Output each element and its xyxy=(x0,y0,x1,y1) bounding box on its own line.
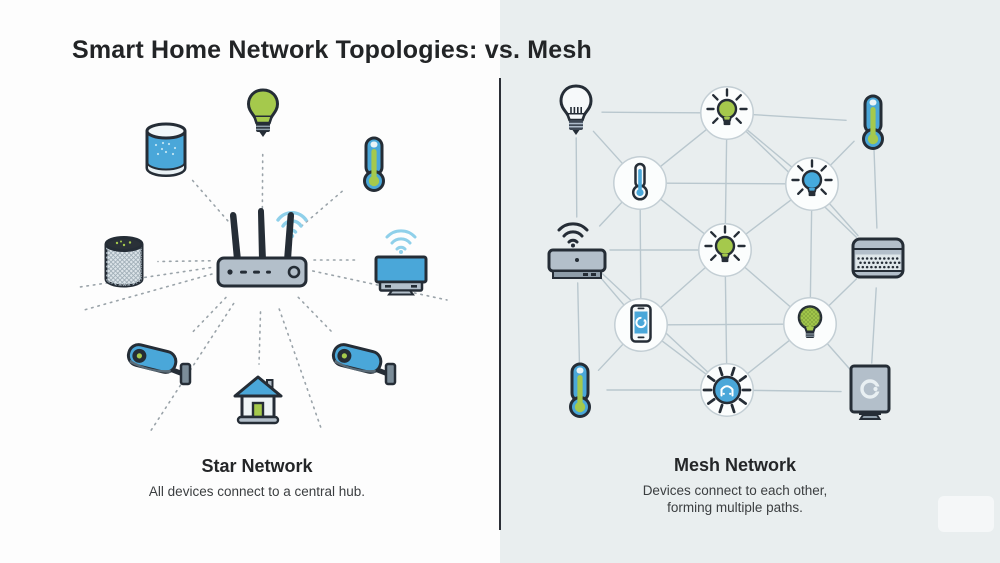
circle-bulb-rays-green-icon xyxy=(699,86,755,145)
star-camera-right xyxy=(331,339,399,393)
star-house xyxy=(232,375,284,425)
security-camera-icon xyxy=(126,343,194,397)
star-speaker-gray xyxy=(102,235,146,289)
bulb-green-icon xyxy=(244,88,282,144)
mesh-network-title: Mesh Network xyxy=(673,455,797,475)
star-speaker-blue xyxy=(143,121,189,179)
mesh-phone xyxy=(613,297,669,353)
star-dashed-link xyxy=(189,296,227,336)
star-network-title: Star Network xyxy=(201,456,313,476)
mesh-bulb-outline xyxy=(556,84,596,140)
soundbar-icon xyxy=(850,237,906,285)
mesh-hub xyxy=(699,362,755,418)
mesh-thermo-right xyxy=(858,93,888,151)
star-dashed-link xyxy=(297,296,336,336)
tv-wifi-icon xyxy=(372,229,430,300)
circle-bulb-hatch-icon xyxy=(782,297,838,356)
smart-speaker-gray-icon xyxy=(102,236,146,293)
star-thermo xyxy=(359,135,389,193)
star-dashed-ray xyxy=(278,308,322,429)
thermometer-blue-green-icon xyxy=(565,362,595,423)
mesh-network-caption-line2: forming multiple paths. xyxy=(667,500,803,516)
thermometer-blue-green-icon xyxy=(858,94,888,155)
mesh-router-icon xyxy=(545,222,609,286)
star-tv xyxy=(372,224,430,296)
star-network-label-block: Star Network All devices connect to a ce… xyxy=(107,456,407,500)
monitor-logo-icon xyxy=(845,364,895,425)
circle-phone-icon xyxy=(613,298,669,357)
circle-thermometer-icon xyxy=(612,156,668,215)
star-network-caption: All devices connect to a central hub. xyxy=(148,484,366,499)
mesh-thermo-mid xyxy=(612,155,668,211)
mesh-soundbar xyxy=(850,235,906,281)
mesh-router xyxy=(545,218,609,282)
star-dashed-link xyxy=(157,259,211,263)
security-camera-icon xyxy=(331,343,399,397)
watermark xyxy=(938,496,994,532)
circle-hub-rays-icon xyxy=(699,363,755,422)
star-router-hub xyxy=(210,196,314,296)
mesh-bulb-lower xyxy=(782,296,838,352)
star-bulb xyxy=(244,88,282,140)
mesh-bulb-center xyxy=(697,222,753,278)
page-title: Smart Home Network Topologies: vs. Mesh xyxy=(72,36,592,64)
smart-speaker-blue-icon xyxy=(143,122,189,183)
bulb-outline-icon xyxy=(556,84,596,144)
mesh-thermo-bottom xyxy=(565,361,595,419)
circle-bulb-rays-green-icon xyxy=(697,223,753,282)
mesh-network-caption-line1: Devices connect to each other, xyxy=(642,483,828,498)
router-hub-icon xyxy=(210,208,314,300)
circle-bulb-rays-blue-icon xyxy=(784,157,840,216)
mesh-display xyxy=(845,363,895,421)
mesh-bulb-top xyxy=(699,85,755,141)
star-dashed-link xyxy=(258,311,262,365)
panel-divider xyxy=(499,78,501,530)
thermometer-green-icon xyxy=(359,136,389,197)
mesh-bulb-blue xyxy=(784,156,840,212)
star-camera-left xyxy=(126,339,194,393)
smart-house-icon xyxy=(232,375,284,429)
mesh-network-label-block: Mesh Network Devices connect to each oth… xyxy=(585,455,885,517)
